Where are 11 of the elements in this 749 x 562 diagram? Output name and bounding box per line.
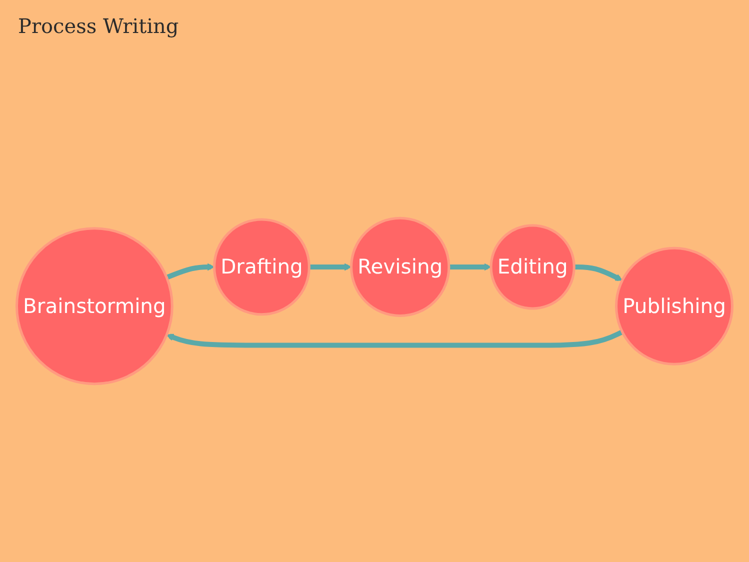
arrow — [166, 263, 215, 280]
title: Process Writing — [18, 14, 179, 38]
arrow — [309, 263, 352, 271]
arrow — [166, 330, 624, 348]
arrow — [574, 264, 623, 282]
node-circle: Drafting — [213, 218, 310, 316]
node-circle: Editing — [490, 224, 576, 310]
node-circle: Brainstorming — [15, 227, 174, 386]
node-circle: Revising — [350, 216, 450, 318]
arrow — [448, 263, 492, 271]
node-circle: Publishing — [615, 246, 734, 366]
